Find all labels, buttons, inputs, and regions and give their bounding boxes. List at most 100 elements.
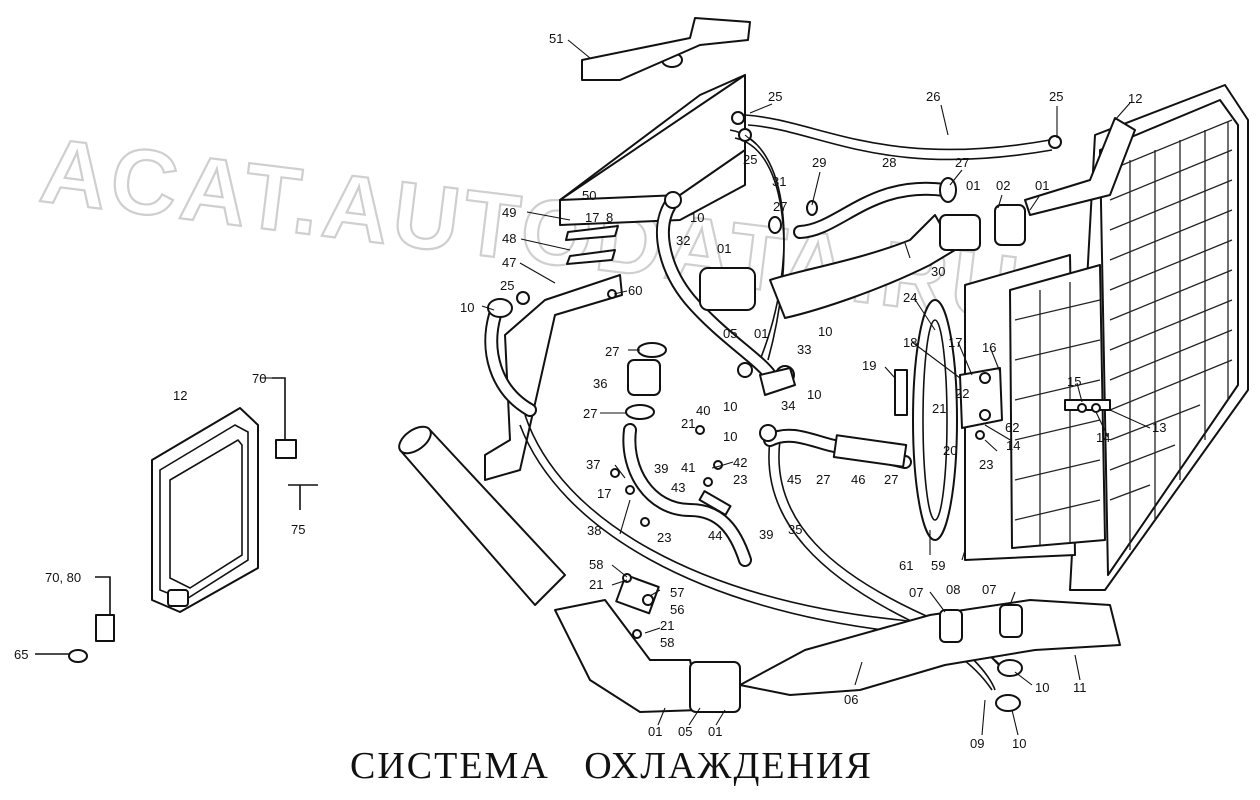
expansion-tank (484, 17, 751, 481)
mounting-bracket-47 (484, 274, 623, 481)
callout-10: 10 (818, 324, 832, 339)
callout-43: 43 (671, 480, 685, 495)
small-parts (487, 111, 1062, 712)
callout-21: 21 (589, 577, 603, 592)
callout-10: 10 (690, 210, 704, 225)
callout-10: 10 (1035, 680, 1049, 695)
callout-27: 27 (773, 199, 787, 214)
callout-21: 21 (681, 416, 695, 431)
callout-39: 39 (759, 527, 773, 542)
callout-13: 13 (1152, 420, 1166, 435)
diagram-title: СИСТЕМА ОХЛАЖДЕНИЯ (350, 745, 873, 787)
callout-21: 21 (932, 401, 946, 416)
callout-27: 27 (884, 472, 898, 487)
callout-27: 27 (583, 406, 597, 421)
callout-17: 17 (948, 335, 962, 350)
callout-12: 12 (1128, 91, 1142, 106)
callout-50: 50 (582, 188, 596, 203)
radiator-core-grid (1109, 119, 1233, 550)
radiator-frame-12 (151, 407, 259, 613)
callout-75: 75 (291, 522, 305, 537)
callout-11: 11 (1073, 680, 1087, 695)
callout-47: 47 (502, 255, 516, 270)
callout-01: 01 (966, 178, 980, 193)
charge-air-pipe-06 (739, 599, 1121, 696)
callout-02: 02 (996, 178, 1010, 193)
callout-32: 32 (676, 233, 690, 248)
callout-12: 12 (173, 388, 187, 403)
callout-56: 56 (670, 602, 684, 617)
callout-36: 36 (593, 376, 607, 391)
radiator-assembly (894, 84, 1249, 591)
callout-20: 20 (943, 443, 957, 458)
callout-25: 25 (768, 89, 782, 104)
callout-62: 62 (1005, 420, 1019, 435)
callout-07: 07 (982, 582, 996, 597)
callout-34: 34 (781, 398, 795, 413)
callout-25: 25 (743, 152, 757, 167)
callout-10: 10 (723, 399, 737, 414)
watermark: ACAT.AUTODATA.RU (35, 119, 1027, 341)
callout-01: 01 (1035, 178, 1049, 193)
callout-58: 58 (589, 557, 603, 572)
callout-44: 44 (708, 528, 722, 543)
callout-10: 10 (723, 429, 737, 444)
callout-26: 26 (926, 89, 940, 104)
callout-25: 25 (1049, 89, 1063, 104)
callout-38: 38 (587, 523, 601, 538)
water-pump-bracket (959, 367, 1003, 429)
callout-28: 28 (882, 155, 896, 170)
callout-10: 10 (460, 300, 474, 315)
callout-25: 25 (500, 278, 514, 293)
callout-05: 05 (723, 326, 737, 341)
callout-30: 30 (931, 264, 945, 279)
callout-61: 61 (899, 558, 913, 573)
flex-tube-upper (399, 429, 566, 606)
callout-60: 60 (628, 283, 642, 298)
callout-33: 33 (797, 342, 811, 357)
callout-14: 14 (1096, 430, 1110, 445)
callout-41: 41 (681, 460, 695, 475)
hoses (398, 114, 1121, 713)
callout-05: 05 (678, 724, 692, 739)
callout-29: 29 (812, 155, 826, 170)
bracket-70 (272, 377, 297, 459)
callout-37: 37 (586, 457, 600, 472)
callout-01: 01 (717, 241, 731, 256)
bracket-75 (288, 484, 318, 510)
callout-45: 45 (787, 472, 801, 487)
callout-48: 48 (502, 231, 516, 246)
callout-35: 35 (788, 522, 802, 537)
callout-22: 22 (955, 386, 969, 401)
callout-23: 23 (657, 530, 671, 545)
callout-09: 09 (970, 736, 984, 751)
callout-42: 42 (733, 455, 747, 470)
callout-57: 57 (670, 585, 684, 600)
callout-27: 27 (605, 344, 619, 359)
callout-14: 14 (1006, 438, 1020, 453)
callout-10: 10 (1012, 736, 1026, 751)
callout-08: 08 (946, 582, 960, 597)
tank-bracket-51 (581, 17, 751, 81)
callout-31: 31 (772, 174, 786, 189)
callout-39: 39 (654, 461, 668, 476)
callout-16: 16 (982, 340, 996, 355)
callout-10: 10 (807, 387, 821, 402)
callout-19: 19 (862, 358, 876, 373)
callout-07: 07 (909, 585, 923, 600)
callout-23: 23 (733, 472, 747, 487)
callout-17: 17 (597, 486, 611, 501)
callout-46: 46 (851, 472, 865, 487)
callout-06: 06 (844, 692, 858, 707)
callout-01: 01 (648, 724, 662, 739)
callout-59: 59 (931, 558, 945, 573)
callout-70: 70 (252, 371, 266, 386)
callout-24: 24 (903, 290, 917, 305)
shroud-grid (1014, 282, 1101, 545)
callout-21: 21 (660, 618, 674, 633)
callout-58: 58 (660, 635, 674, 650)
callout-8: 8 (606, 210, 613, 225)
callout-27: 27 (955, 155, 969, 170)
callout-01: 01 (754, 326, 768, 341)
